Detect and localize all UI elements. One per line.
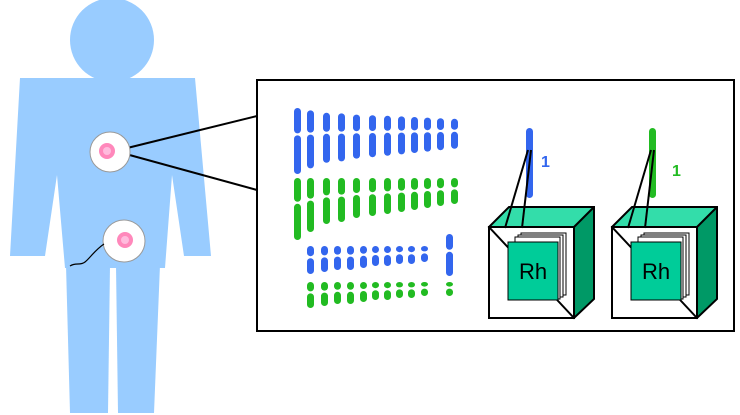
box-side bbox=[574, 207, 594, 318]
chromosome-1-green: 1 bbox=[627, 128, 681, 229]
chromosome bbox=[451, 178, 458, 204]
document-stack bbox=[630, 232, 690, 301]
cell-nucleus-inner bbox=[103, 147, 111, 155]
head bbox=[70, 0, 154, 82]
gamete-nucleus-inner bbox=[121, 236, 129, 244]
chromosome bbox=[334, 246, 341, 270]
chromosome bbox=[338, 178, 345, 222]
chromosome bbox=[323, 178, 330, 224]
chromosome bbox=[424, 117, 431, 152]
chromosome bbox=[408, 282, 415, 298]
chromosome bbox=[347, 282, 354, 304]
chromosome bbox=[307, 178, 314, 232]
chromosome bbox=[372, 282, 379, 300]
chromosome-label: 1 bbox=[672, 163, 681, 180]
box-label: Rh bbox=[519, 259, 547, 284]
chromosome bbox=[408, 246, 415, 264]
chromosome bbox=[307, 110, 314, 169]
document-front bbox=[630, 241, 682, 301]
document-front bbox=[507, 241, 559, 301]
box-edge bbox=[696, 206, 718, 228]
chromosome bbox=[396, 246, 403, 264]
box-top bbox=[489, 207, 594, 227]
chromosome bbox=[347, 246, 354, 270]
chromosome bbox=[307, 282, 314, 308]
gene-box-icon: Rh bbox=[487, 206, 595, 320]
zoom-line-bottom bbox=[114, 150, 258, 191]
left-leg bbox=[66, 265, 110, 413]
string-left bbox=[504, 149, 529, 229]
chromosome bbox=[446, 282, 453, 296]
chromosome bbox=[384, 115, 391, 156]
chromosome bbox=[384, 282, 391, 300]
torso-and-arms bbox=[10, 78, 211, 268]
chromosome bbox=[369, 178, 376, 216]
string-right bbox=[521, 149, 532, 229]
chromosome bbox=[294, 108, 301, 174]
chromosome-label: 1 bbox=[541, 154, 550, 171]
chromosome bbox=[398, 178, 405, 212]
chromosome bbox=[424, 178, 431, 208]
chromosome bbox=[307, 246, 314, 274]
chromosome bbox=[446, 234, 453, 276]
chromosome bbox=[334, 282, 341, 304]
chromosome bbox=[360, 282, 367, 302]
chromosome bbox=[421, 282, 428, 296]
box-top-outline bbox=[487, 206, 595, 320]
chromosome bbox=[451, 118, 458, 149]
zoom-line-top bbox=[114, 115, 258, 152]
box-side bbox=[697, 207, 717, 318]
string-right bbox=[644, 149, 655, 229]
human-silhouette-icon bbox=[10, 0, 211, 413]
sperm-cell-icon bbox=[69, 219, 146, 267]
string-left bbox=[627, 149, 652, 229]
box-top bbox=[612, 207, 717, 227]
karyotype bbox=[294, 108, 458, 308]
box-label: Rh bbox=[642, 259, 670, 284]
chromosome bbox=[360, 246, 367, 268]
chromosome bbox=[321, 282, 328, 306]
chromosome bbox=[353, 178, 360, 218]
gene-box-icon: Rh bbox=[610, 206, 718, 320]
chromosome bbox=[437, 178, 444, 206]
right-leg bbox=[116, 265, 160, 413]
document-stack bbox=[507, 232, 567, 301]
chromosome bbox=[338, 113, 345, 162]
box-edge bbox=[573, 206, 595, 228]
chromosome bbox=[353, 114, 360, 159]
chromosome bbox=[437, 118, 444, 151]
cell-icon bbox=[89, 131, 131, 173]
chromosome bbox=[384, 178, 391, 214]
chromosome bbox=[396, 282, 403, 298]
chromosome bbox=[384, 246, 391, 266]
chromosome bbox=[411, 178, 418, 210]
chromosome bbox=[398, 116, 405, 155]
chromosome bbox=[321, 246, 328, 272]
box-top-outline bbox=[610, 206, 718, 320]
chromosome bbox=[323, 112, 330, 163]
chromosome bbox=[411, 117, 418, 153]
chromosome bbox=[369, 115, 376, 158]
chromosome-1-blue: 1 bbox=[504, 128, 550, 229]
chromosome bbox=[294, 178, 301, 240]
sperm-tail bbox=[69, 243, 105, 267]
chromosome bbox=[421, 246, 428, 262]
chromosome bbox=[372, 246, 379, 266]
